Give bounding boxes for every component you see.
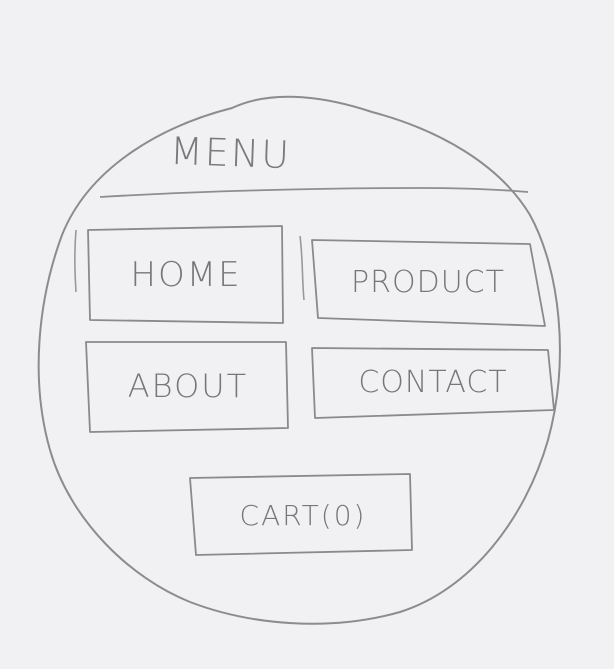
home-label: HOME [130,255,242,295]
cart-label: CART(0) [239,498,367,532]
cart-button[interactable]: CART(0) [196,478,410,552]
about-button[interactable]: ABOUT [90,344,286,428]
cart-box-outline [189,473,413,556]
title-divider [99,187,529,198]
home-button[interactable]: HOME [90,230,282,320]
mid-tick [299,235,305,301]
menu-circle-outline [37,95,561,625]
home-box-outline [87,225,284,324]
contact-button[interactable]: CONTACT [316,352,550,412]
product-button[interactable]: PRODUCT [318,244,538,320]
left-tick [74,229,77,293]
product-label: PRODUCT [351,264,505,300]
about-box-outline [85,341,289,433]
about-label: ABOUT [127,367,249,405]
contact-label: CONTACT [358,364,508,400]
product-box-outline [311,239,546,327]
contact-box-outline [311,347,555,419]
menu-title: MENU [169,128,292,178]
